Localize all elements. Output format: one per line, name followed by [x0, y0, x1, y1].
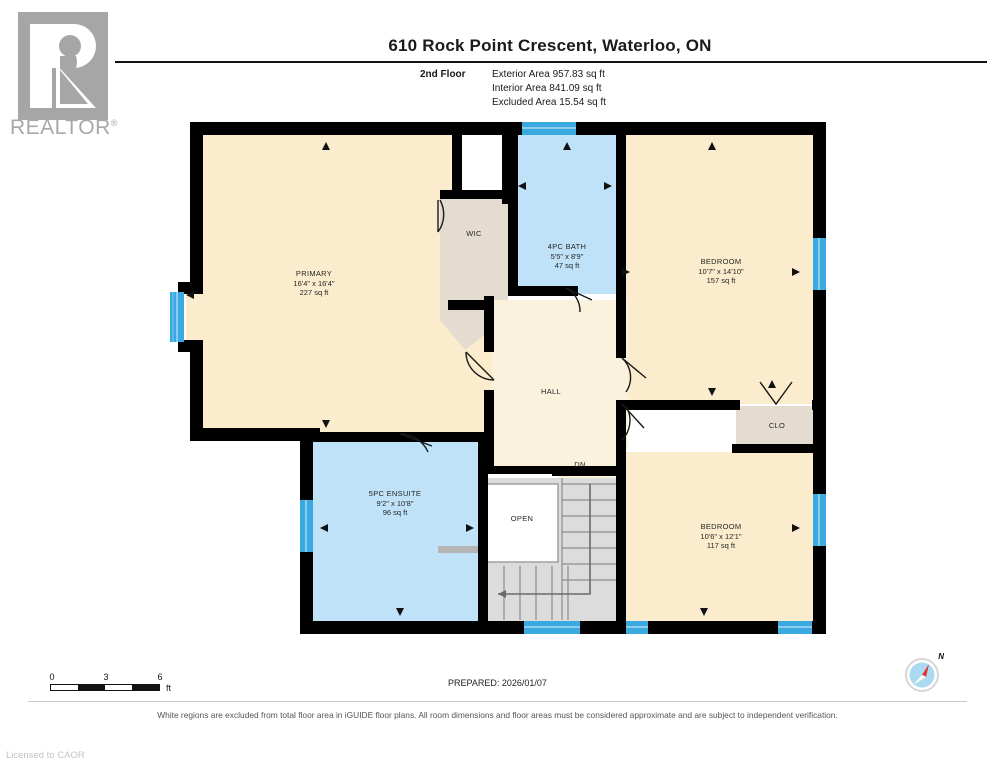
windows	[170, 122, 826, 634]
scale-bar: 0 3 6 ft	[49, 672, 172, 693]
view-marker-primary-bottom	[322, 420, 330, 428]
compass-north-label: N	[938, 652, 944, 661]
view-marker-bath-top	[563, 142, 571, 150]
view-marker-primary-top	[322, 142, 330, 150]
view-marker-bedroom1-right	[792, 268, 800, 276]
view-marker-ensuite-right	[466, 524, 474, 532]
room-fill-4pc-bath	[518, 134, 616, 294]
view-marker-ensuite-left	[320, 524, 328, 532]
realtor-brand-text: REALTOR	[10, 116, 111, 139]
excluded-area: Excluded Area 15.54 sq ft	[492, 97, 606, 108]
scale-tick-6: 6	[157, 672, 163, 682]
area-list: Exterior Area 957.83 sq ft Interior Area…	[492, 68, 606, 110]
view-marker-ensuite-bottom	[396, 608, 404, 616]
scale-ticks: 0 3 6	[49, 672, 170, 684]
scale-unit: ft	[166, 683, 172, 693]
room-fill-bedroom-1	[626, 134, 816, 404]
room-fill-hall	[492, 300, 626, 492]
floor-summary: 2nd Floor Exterior Area 957.83 sq ft Int…	[420, 68, 606, 110]
registered-mark: ®	[110, 118, 118, 128]
disclaimer-text: White regions are excluded from total fl…	[157, 710, 838, 720]
ensuite-ledge	[438, 546, 486, 553]
page-title: 610 Rock Point Crescent, Waterloo, ON	[388, 36, 712, 55]
header-divider	[115, 61, 987, 63]
realtor-wordmark: REALTOR®	[10, 116, 118, 140]
view-marker-bedroom1-bottom	[708, 388, 716, 396]
scale-tick-3: 3	[103, 672, 109, 682]
compass-rose-icon: N	[902, 652, 944, 695]
scale-rule	[50, 684, 160, 691]
scale-tick-0: 0	[49, 672, 55, 682]
view-marker-bedroom2-right	[792, 524, 800, 532]
prepared-date: PREPARED: 2026/01/07	[448, 678, 547, 688]
view-marker-bath-right	[604, 182, 612, 190]
room-fill-open	[485, 483, 559, 563]
stair-treads	[503, 478, 616, 620]
licensed-to-text: Licensed to CAOR	[6, 750, 85, 761]
scale-seg-2	[78, 685, 105, 690]
floor-label: 2nd Floor	[420, 69, 466, 80]
stair-direction-path	[498, 484, 591, 595]
room-fill-primary	[186, 134, 492, 440]
walls	[178, 122, 826, 634]
scale-seg-4	[132, 685, 159, 690]
room-fill-bedroom-2	[626, 452, 816, 622]
stair-direction-arrow	[498, 590, 506, 598]
view-markers	[186, 142, 800, 616]
room-fill-5pc-ensuite	[312, 440, 480, 622]
view-marker-bath-lower-right	[622, 268, 630, 276]
exterior-area: Exterior Area 957.83 sq ft	[492, 69, 605, 80]
doors	[399, 199, 793, 453]
realtor-logo: REALTOR®	[8, 8, 128, 140]
view-marker-primary-left	[186, 291, 194, 299]
footer-divider	[28, 701, 967, 702]
view-marker-bath-left	[518, 182, 526, 190]
view-marker-bedroom2-bottom	[700, 608, 708, 616]
view-marker-clo-top	[768, 380, 776, 388]
room-fill-clo	[736, 406, 818, 446]
interior-area: Interior Area 841.09 sq ft	[492, 83, 602, 94]
view-marker-bedroom1-top	[708, 142, 716, 150]
realtor-r-icon	[18, 12, 108, 120]
